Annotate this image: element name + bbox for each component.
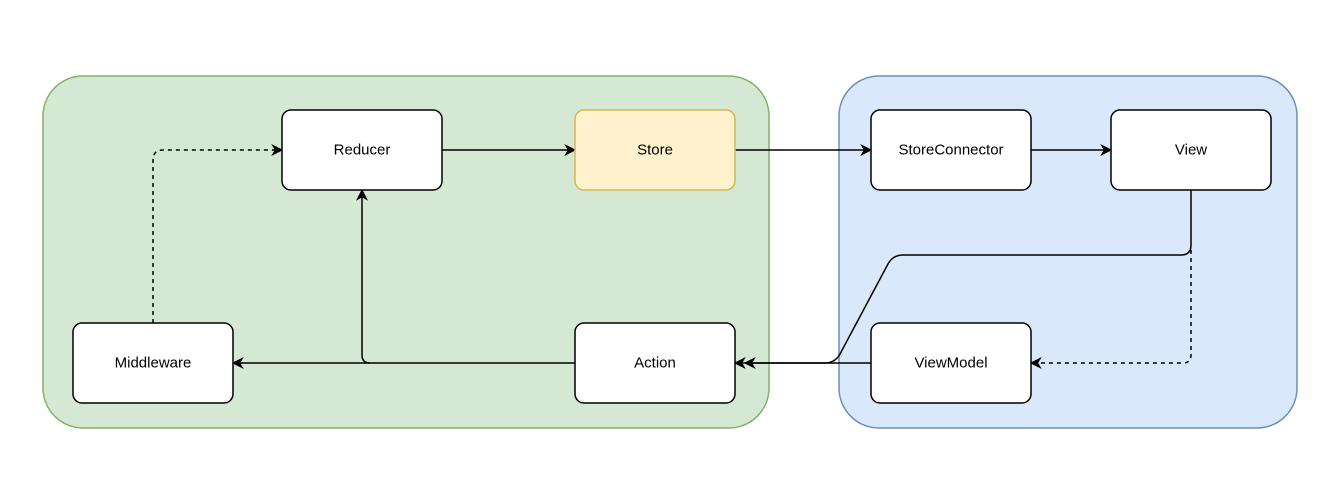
- edge-action-to-reducer: [356, 188, 371, 364]
- node-view[interactable]: View: [1110, 109, 1272, 191]
- node-storeconnector-label: StoreConnector: [898, 142, 1003, 159]
- node-reducer[interactable]: Reducer: [281, 109, 443, 191]
- edge-view-to-action: [743, 190, 1192, 369]
- node-storeconnector[interactable]: StoreConnector: [870, 109, 1032, 191]
- node-viewmodel[interactable]: ViewModel: [870, 322, 1032, 404]
- node-middleware[interactable]: Middleware: [72, 322, 234, 404]
- node-view-label: View: [1175, 142, 1207, 159]
- node-reducer-label: Reducer: [334, 142, 391, 159]
- edge-middleware-to-reducer: [152, 144, 284, 323]
- node-middleware-label: Middleware: [115, 355, 192, 372]
- node-action-label: Action: [634, 355, 676, 372]
- node-viewmodel-label: ViewModel: [914, 355, 987, 372]
- node-action[interactable]: Action: [574, 322, 736, 404]
- node-store-label: Store: [637, 142, 673, 159]
- node-store[interactable]: Store: [574, 109, 736, 191]
- edge-view-to-viewmodel: [1029, 250, 1192, 369]
